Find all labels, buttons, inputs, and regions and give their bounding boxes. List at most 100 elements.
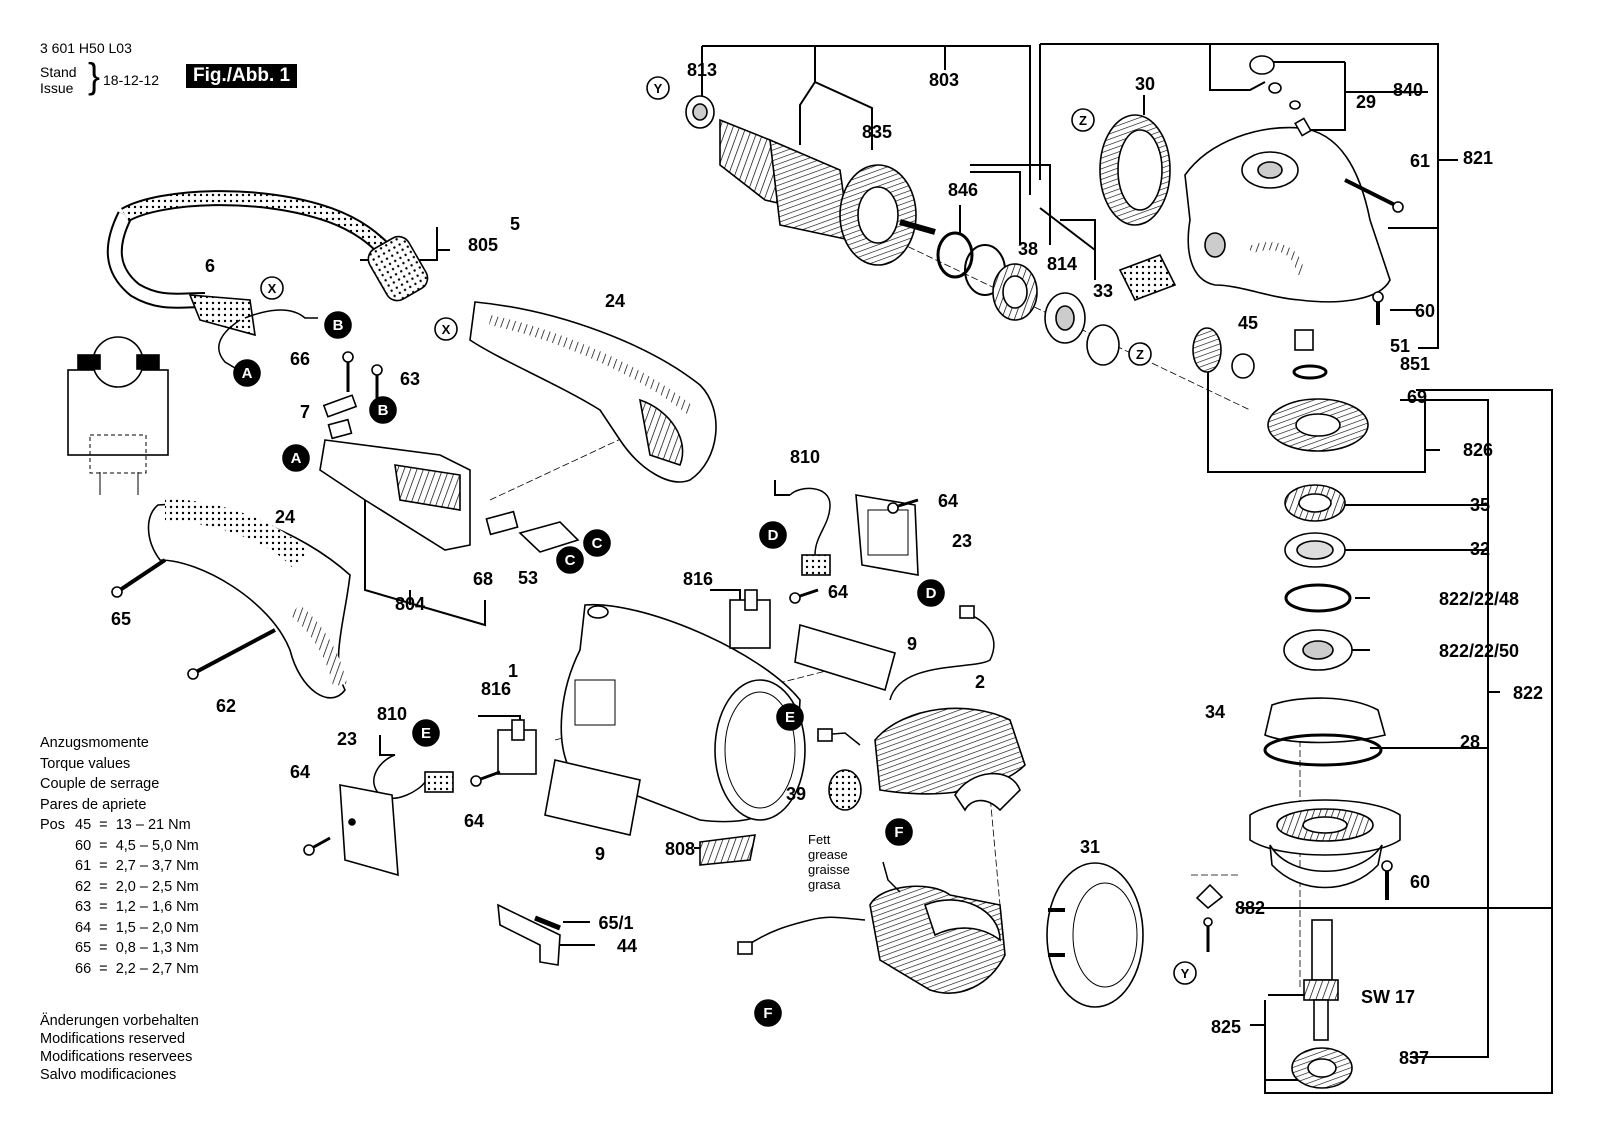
spindle-collar bbox=[1303, 979, 1339, 1001]
part-number-label: 837 bbox=[1399, 1048, 1429, 1068]
marker-letter: B bbox=[378, 402, 389, 419]
label bbox=[699, 834, 757, 866]
plug bbox=[367, 235, 429, 302]
part-number-label: 840 bbox=[1393, 80, 1423, 100]
leader-line bbox=[1410, 399, 1489, 1058]
grease-line: grease bbox=[808, 847, 848, 862]
leader-line bbox=[970, 171, 1021, 245]
assembly-marker bbox=[1128, 342, 1152, 366]
motor-housing-inner bbox=[724, 691, 796, 809]
nut bbox=[1231, 353, 1255, 379]
part-number-label: 808 bbox=[665, 839, 695, 859]
torque-row: 65 = 0,8 – 1,3 Nm bbox=[75, 940, 199, 956]
leader-line bbox=[702, 45, 1031, 195]
torque-heading-de: Anzugsmomente bbox=[40, 735, 149, 751]
part-number-label: 822/22/48 bbox=[1439, 589, 1519, 609]
part-number-label: 32 bbox=[1470, 539, 1490, 559]
torque-row: 64 = 1,5 – 2,0 Nm bbox=[75, 919, 199, 936]
modifications-note: Änderungen vorbehalten Modifications res… bbox=[40, 1012, 199, 1084]
clamp-plate bbox=[322, 394, 358, 418]
wire bbox=[889, 611, 995, 701]
marker-letter: Y bbox=[654, 81, 663, 96]
screw-head bbox=[470, 775, 482, 787]
needle-bearing-bore bbox=[1002, 275, 1028, 309]
part-number-label: 30 bbox=[1135, 74, 1155, 94]
marker-letter: F bbox=[763, 1005, 772, 1022]
seal-ring-bore bbox=[1296, 540, 1334, 560]
part-number-label: 64 bbox=[290, 762, 310, 782]
screw bbox=[534, 915, 561, 931]
leader-line bbox=[710, 589, 741, 600]
housing-ribs bbox=[290, 604, 347, 687]
marker-letter: E bbox=[785, 709, 795, 726]
marker-letter: A bbox=[291, 450, 302, 467]
part-number-label: 60 bbox=[1410, 872, 1430, 892]
assembly-marker bbox=[434, 317, 458, 341]
bracket bbox=[497, 903, 561, 966]
screw bbox=[195, 628, 276, 674]
part-number-label: 9 bbox=[595, 844, 605, 864]
thread-hole bbox=[1204, 232, 1226, 258]
screw-head bbox=[187, 668, 199, 680]
assembly-marker bbox=[646, 76, 670, 100]
part-number-label: 44 bbox=[617, 936, 637, 956]
housing-grip bbox=[164, 499, 309, 568]
torque-row: 60 = 4,5 – 5,0 Nm bbox=[75, 837, 199, 854]
issue-label: Issue bbox=[40, 80, 74, 96]
leader-line bbox=[1039, 207, 1096, 251]
part-number-label: 851 bbox=[1400, 354, 1430, 374]
connector-marker bbox=[754, 999, 782, 1027]
modifications-line: Änderungen vorbehalten bbox=[40, 1013, 199, 1029]
strain-relief bbox=[188, 294, 256, 337]
torque-heading-en: Torque values bbox=[40, 755, 131, 772]
leader-line bbox=[814, 46, 873, 150]
assembly-guides bbox=[489, 194, 1301, 990]
connector-marker bbox=[324, 311, 352, 339]
assembly-guide bbox=[489, 429, 641, 501]
wire bbox=[744, 916, 866, 948]
part-number-label: 805 bbox=[468, 235, 498, 255]
torque-row: 66 = 2,2 – 2,7 Nm bbox=[75, 960, 199, 977]
armature-shaft bbox=[899, 219, 936, 235]
part-number-label: 5 bbox=[510, 214, 520, 234]
part-number-label: 803 bbox=[929, 70, 959, 90]
part-number-label: 64 bbox=[828, 582, 848, 602]
torque-row: 61 = 2,7 – 3,7 Nm bbox=[75, 858, 199, 874]
part-number-label: 62 bbox=[216, 696, 236, 716]
type-plate bbox=[544, 759, 641, 836]
part-labels: 1256799232324242829303132333435383944455… bbox=[111, 60, 1543, 1068]
leader-line bbox=[1300, 62, 1346, 131]
connector-marker bbox=[412, 719, 440, 747]
cord-wire bbox=[218, 319, 241, 369]
part-number-label: 24 bbox=[605, 291, 625, 311]
wire bbox=[882, 861, 901, 893]
screw bbox=[118, 558, 167, 592]
part-number-label: 1 bbox=[508, 661, 518, 681]
torque-row: 45 = 13 – 21 Nm bbox=[75, 817, 191, 833]
part-number-label: 835 bbox=[862, 122, 892, 142]
clip bbox=[1195, 883, 1224, 910]
assembly-marker bbox=[1173, 961, 1197, 985]
part-number-label: 6 bbox=[205, 256, 215, 276]
screw bbox=[1344, 178, 1396, 207]
part-number-label: 825 bbox=[1211, 1017, 1241, 1037]
part-number-label: 810 bbox=[377, 704, 407, 724]
leader-line bbox=[1040, 43, 1439, 349]
type-plate bbox=[794, 623, 896, 692]
brush-lead bbox=[789, 487, 831, 556]
leader-line bbox=[799, 81, 816, 145]
brush-holder-window bbox=[574, 679, 616, 726]
screw-head bbox=[789, 592, 801, 604]
screw-head bbox=[887, 502, 899, 514]
part-number-label: 51 bbox=[1390, 336, 1410, 356]
sleeve bbox=[1294, 329, 1314, 351]
connector-marker bbox=[369, 396, 397, 424]
field-coil-pole bbox=[924, 899, 1001, 942]
switch-contacts bbox=[394, 464, 461, 511]
part-number-label: 34 bbox=[1205, 702, 1225, 722]
part-number-label: 810 bbox=[790, 447, 820, 467]
o-ring bbox=[1263, 733, 1383, 767]
stand-label: Stand bbox=[40, 64, 77, 80]
field-coil bbox=[874, 707, 1026, 795]
gear-housing bbox=[1184, 126, 1391, 303]
